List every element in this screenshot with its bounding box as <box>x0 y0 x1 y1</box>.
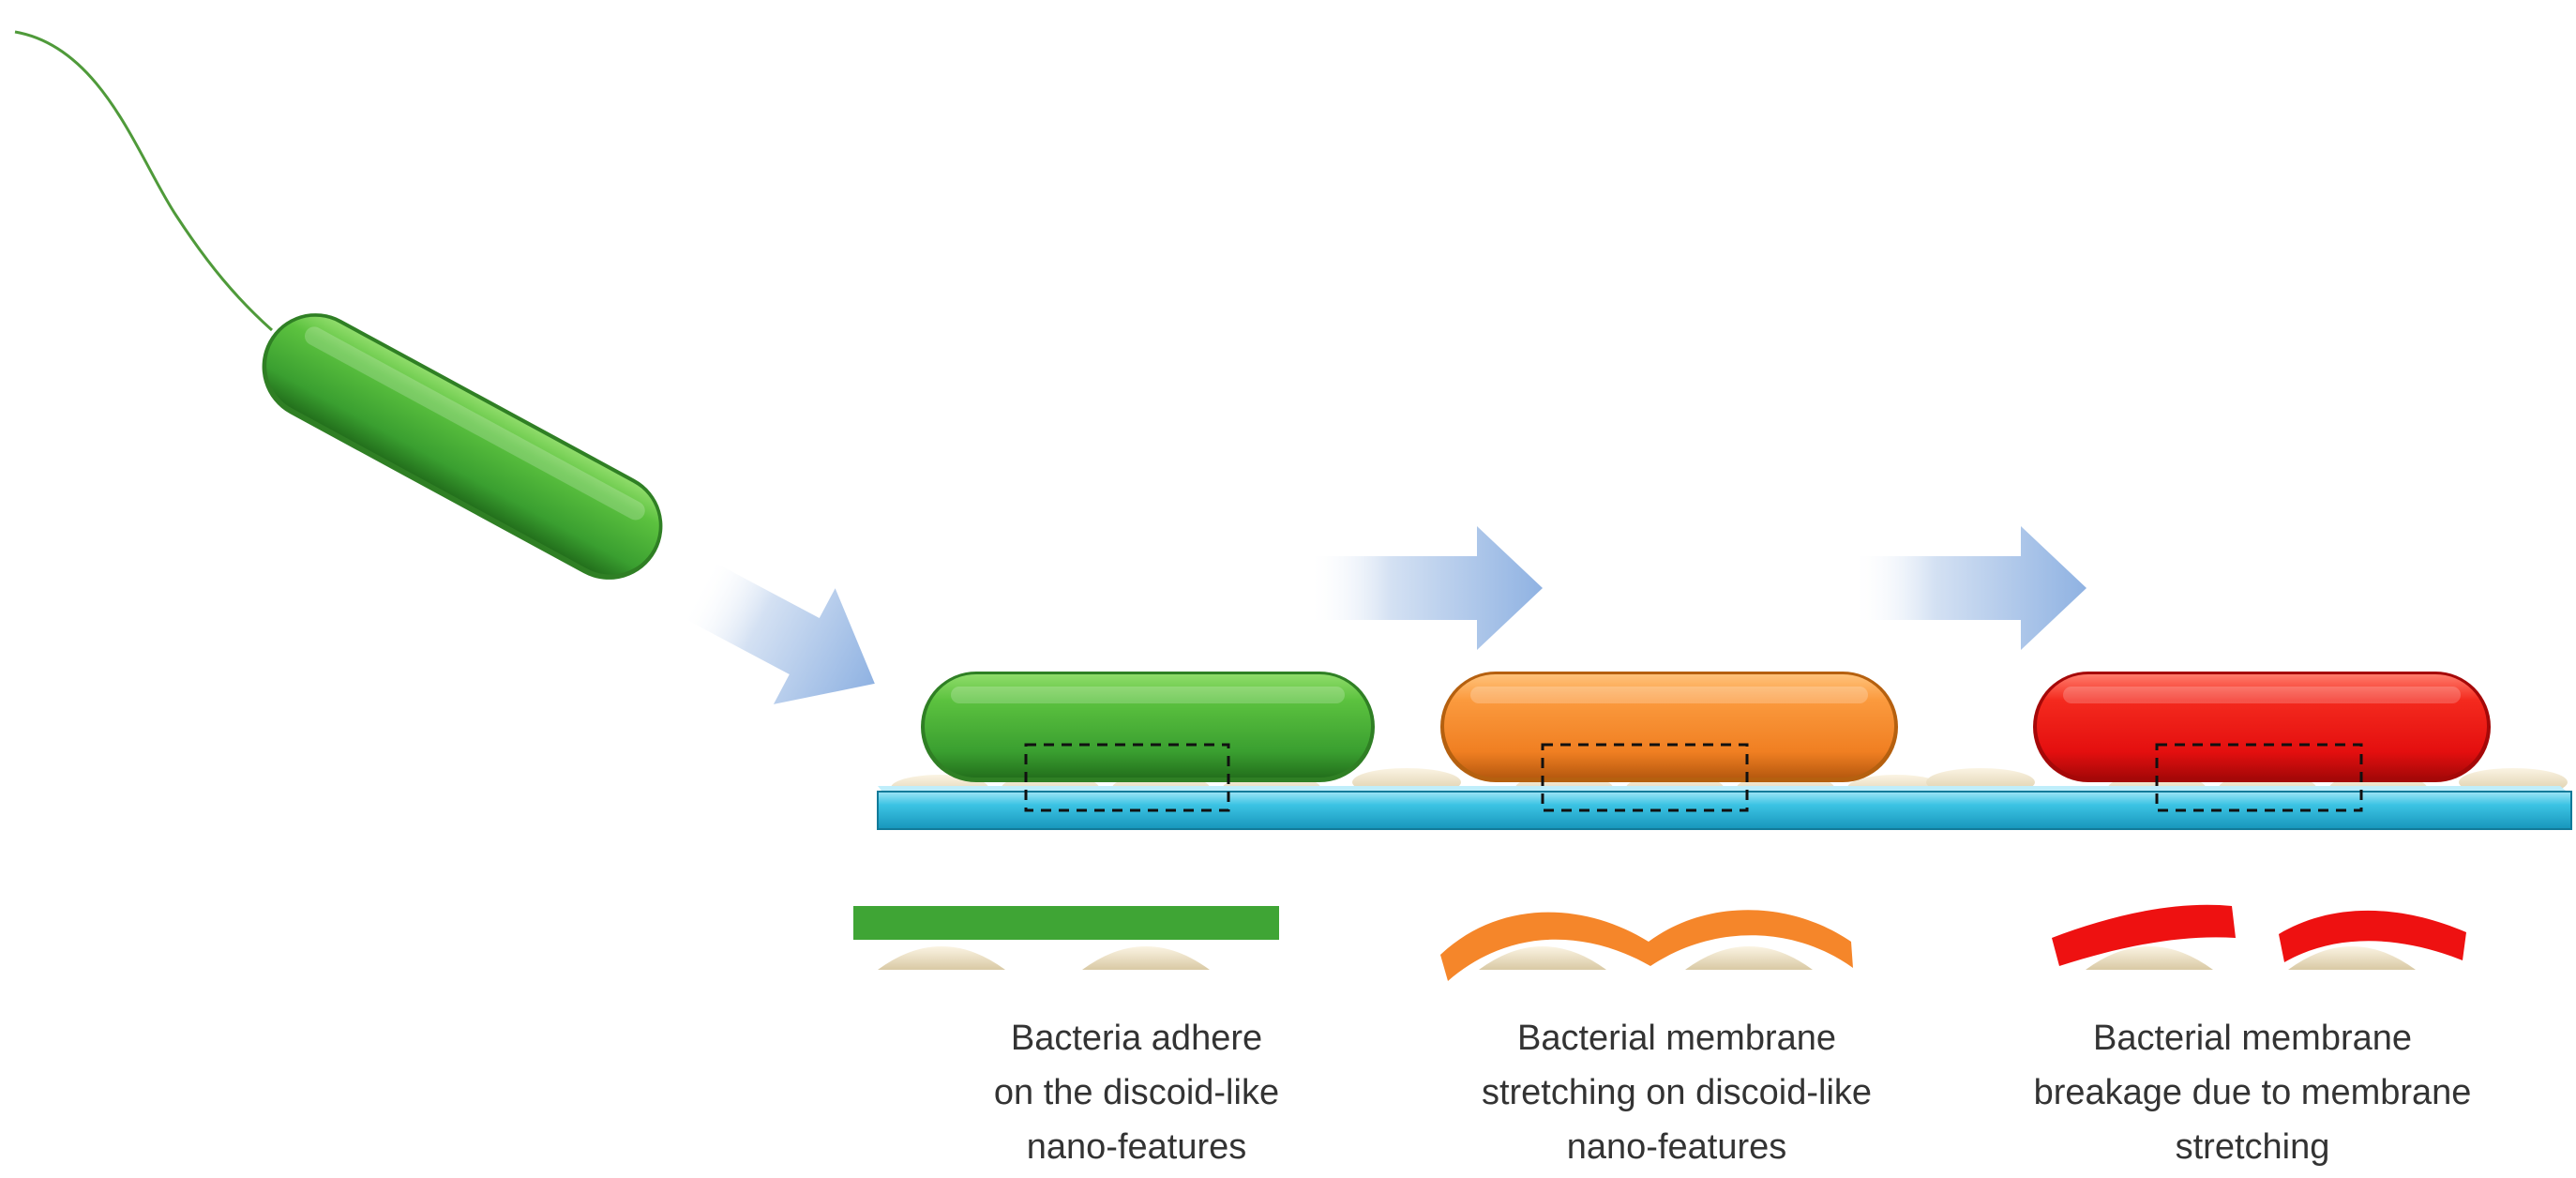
zoom-box-stage-2 <box>1541 743 1749 812</box>
membrane-fragment-left <box>2052 904 2236 966</box>
nano-feature <box>1479 946 1606 970</box>
caption-line: stretching <box>2175 1127 2330 1167</box>
zoom-box-stage-1 <box>1024 743 1230 812</box>
membrane-fragment-right <box>2279 910 2466 962</box>
zoom-box-stage-3 <box>2155 743 2363 812</box>
caption-line: nano-features <box>1566 1127 1787 1167</box>
caption-breakage: Bacterial membrane breakage due to membr… <box>1971 1011 2534 1174</box>
nano-feature <box>878 946 1005 970</box>
nano-feature <box>1685 946 1813 970</box>
arrow-approach <box>682 560 875 704</box>
adhered-bacterium <box>921 672 1375 782</box>
closeup-breakage <box>2052 904 2466 970</box>
nano-feature <box>2288 946 2416 970</box>
caption-line: Bacteria adhere <box>1010 1019 1263 1058</box>
caption-line: stretching on discoid-like <box>1481 1073 1873 1112</box>
arrow-stage-1-to-2 <box>1308 526 1543 650</box>
caption-line: nano-features <box>1026 1127 1247 1167</box>
caption-line: Bacterial membrane <box>2092 1019 2413 1058</box>
ruptured-bacterium <box>2033 672 2491 782</box>
caption-line: breakage due to membrane <box>2033 1073 2472 1112</box>
arrow-stage-2-to-3 <box>1852 526 2086 650</box>
caption-line: on the discoid-like <box>993 1073 1280 1112</box>
closeup-stretch <box>1440 910 1853 981</box>
stretched-bacterium <box>1440 672 1898 782</box>
flagellum <box>14 30 274 332</box>
nano-feature <box>1082 946 1210 970</box>
closeup-adhere <box>853 906 1279 970</box>
caption-adhere: Bacteria adhere on the discoid-like nano… <box>855 1011 1418 1174</box>
membrane-stretched <box>1440 910 1853 981</box>
caption-line: Bacterial membrane <box>1516 1019 1837 1058</box>
free-bacterium <box>262 313 663 580</box>
nano-feature <box>2086 946 2213 970</box>
membrane-flat <box>853 906 1279 940</box>
caption-stretch: Bacterial membrane stretching on discoid… <box>1395 1011 1958 1174</box>
